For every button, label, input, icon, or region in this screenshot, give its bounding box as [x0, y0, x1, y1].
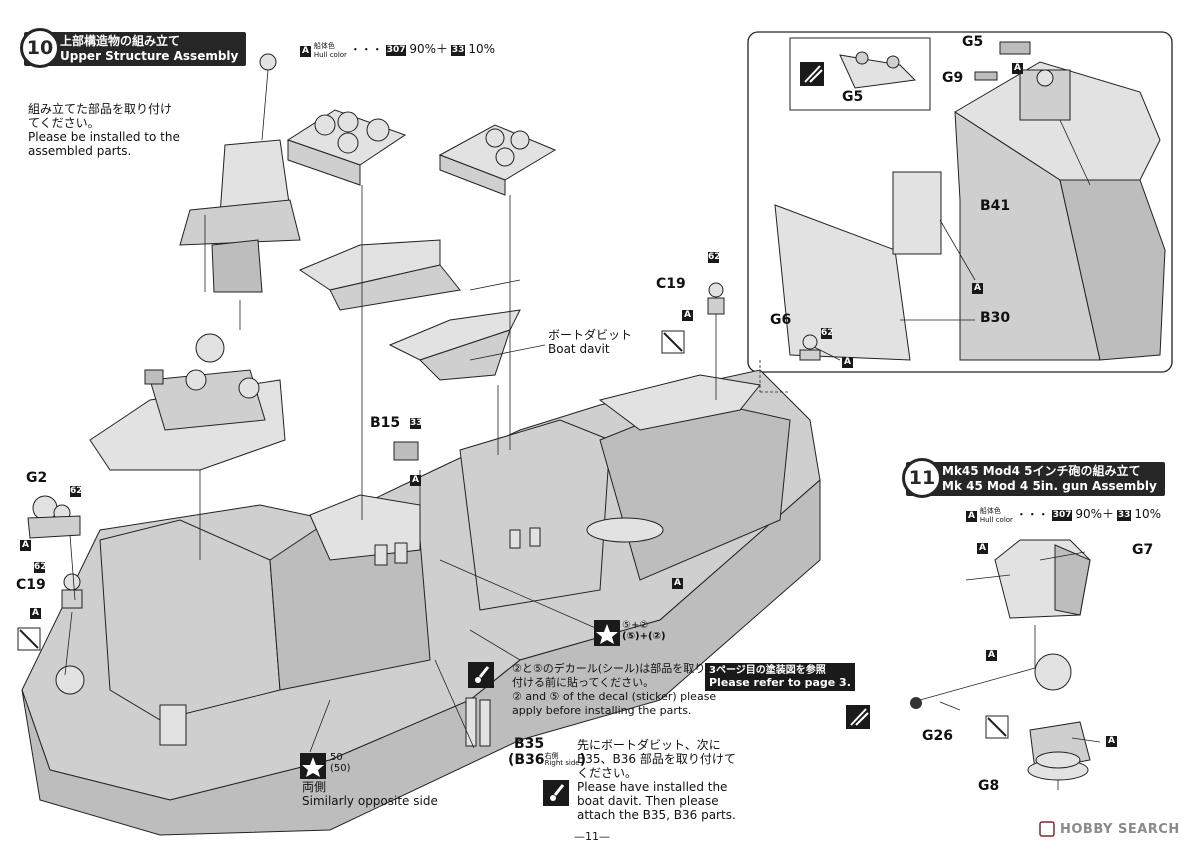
boat-davit-drawing: [298, 239, 521, 381]
b15-part-shape: [393, 441, 419, 461]
watermark-text: HOBBY SEARCH: [1060, 822, 1180, 837]
part-label-b41: B41: [980, 198, 1011, 214]
part-label-b30: B30: [980, 310, 1011, 326]
page-number: —11—: [574, 830, 610, 843]
part-a-marker-c19-right: A: [682, 310, 693, 321]
side-decal-number: 50 (50): [330, 752, 351, 774]
part-label-g2: G2: [26, 470, 48, 486]
part-label-g6: G6: [770, 312, 792, 328]
part-label-g9: G9: [942, 70, 964, 86]
step11-number-badge: 11: [902, 458, 942, 498]
part-label-b15: B15: [370, 415, 401, 431]
b41-panel-shape: [892, 171, 942, 255]
part-label-c19-left: C19: [16, 577, 46, 593]
part-a-marker-g2: A: [20, 540, 31, 551]
bridge-structure-drawing: [89, 333, 286, 471]
paint-62-c19-right: 62: [708, 252, 721, 263]
boat-davit-label: ボートダビット Boat davit: [548, 328, 633, 356]
assembled-parts-instruction: 組み立てた部品を取り付け てください。 Please be installed …: [28, 102, 180, 158]
paint-62-c19-left: 62: [34, 562, 47, 573]
step10-title-jp: 上部構造物の組み立て: [60, 34, 181, 48]
part-a-marker-g26: A: [986, 650, 997, 661]
step10-hull-color: A 船体色 Hull color ・・・ 307 90%＋ 33 10%: [300, 40, 495, 60]
inset-panel-frame: [747, 31, 1173, 373]
step11-title-en: Mk 45 Mod 4 5in. gun Assembly: [942, 479, 1157, 493]
paint-62-g6: 62: [821, 328, 834, 339]
part-a-marker-b15: A: [410, 475, 421, 486]
mast-drawing: [179, 53, 301, 330]
davit-caution-icon: [543, 780, 569, 806]
paint-62-g2: 62: [70, 486, 83, 497]
part-label-g26: G26: [922, 728, 953, 744]
part-a-marker-c19-left: A: [30, 608, 41, 619]
step10-number-badge: 10: [20, 28, 60, 68]
g5-part-shape: [999, 41, 1031, 55]
part-a-marker-g6: A: [842, 357, 853, 368]
no-glue-icon-left: [17, 627, 41, 651]
step11-header: Mk45 Mod4 5インチ砲の組み立て Mk 45 Mod 4 5in. gu…: [906, 462, 1165, 496]
step10-header: 上部構造物の組み立て Upper Structure Assembly: [24, 32, 247, 66]
decal-number-marks: ⑤+② (⑤)+(②): [622, 620, 666, 642]
paint-33-b15: 33: [410, 418, 423, 429]
part-label-b35: B35: [514, 736, 545, 752]
star-decal-icon-side: [300, 753, 326, 779]
part-a-marker-hull: A: [672, 578, 683, 589]
hull-drawing: [21, 369, 821, 836]
step11-hull-color: A 船体色 Hull color ・・・ 307 90%＋ 33 10%: [966, 505, 1161, 525]
inset-superstructure-drawing: [774, 41, 1166, 361]
part-label-g8: G8: [978, 778, 1000, 794]
glue-icon-gun: [846, 705, 870, 729]
b35-ladder-drawing: [465, 697, 491, 747]
step11-title-jp: Mk45 Mod4 5インチ砲の組み立て: [942, 464, 1141, 478]
decal-caution-icon: [468, 662, 494, 688]
part-label-g5-top: G5: [962, 34, 984, 50]
part-label-g7: G7: [1132, 542, 1154, 558]
davit-order-note-en: Please have installed the boat davit. Th…: [577, 780, 736, 822]
g2-c19-parts-drawing: [27, 495, 83, 609]
inset-g5-box: [789, 37, 931, 111]
g9-part-shape: [974, 71, 998, 81]
opposite-side-note: 両側 Similarly opposite side: [302, 780, 438, 808]
funnel-drawing: [286, 109, 557, 196]
part-label-g5-inset: G5: [842, 89, 864, 105]
no-glue-icon: [661, 330, 685, 354]
glue-icon: [800, 62, 824, 86]
part-a-marker-g7: A: [977, 543, 988, 554]
no-glue-icon-gun: [985, 715, 1009, 739]
leader-lines: [64, 185, 1101, 790]
page3-reference-badge: 3ページ目の塗装図を参照 Please refer to page 3.: [705, 663, 855, 691]
step10-title-en: Upper Structure Assembly: [60, 49, 239, 63]
star-decal-icon: [594, 620, 620, 646]
part-label-c19-right: C19: [656, 276, 686, 292]
part-a-marker-b41: A: [972, 283, 983, 294]
decal-application-note: ②と⑤のデカール(シール)は部品を取り 付ける前に貼ってください。 ② and …: [512, 662, 717, 717]
watermark-logo-icon: [1039, 821, 1055, 837]
davit-order-note-jp: 先にボートダビット、次に B35、B36 部品を取り付けて ください。: [577, 738, 736, 780]
part-a-marker-g9: A: [1012, 63, 1023, 74]
part-a-marker-g8: A: [1106, 736, 1117, 747]
